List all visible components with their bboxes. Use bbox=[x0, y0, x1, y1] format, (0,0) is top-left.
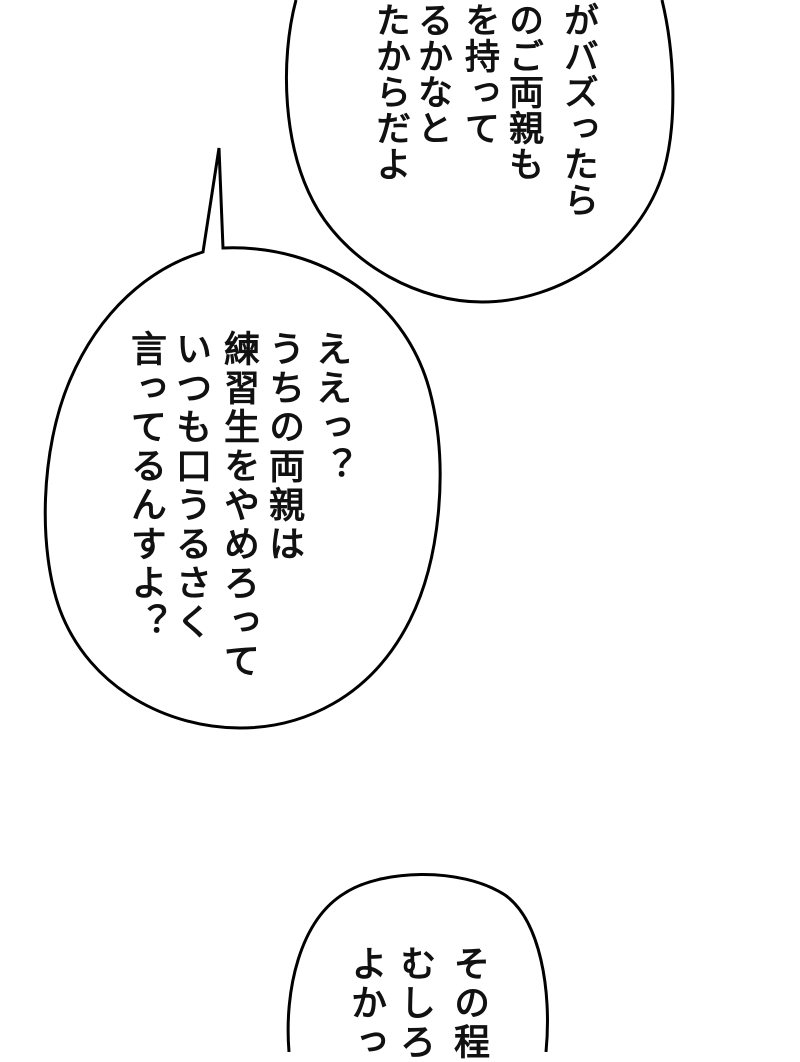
bottom-bubble-line-1: その程 bbox=[448, 945, 489, 1062]
top-bubble-line-2: のご両親も bbox=[503, 2, 543, 182]
middle-bubble-line-2: うちの両親は bbox=[263, 330, 304, 564]
top-bubble-outline bbox=[284, 0, 675, 304]
bottom-bubble-outline bbox=[286, 873, 549, 1052]
top-bubble-line-1: がバズったら bbox=[558, 2, 598, 218]
middle-bubble-line-3: 練習生をやめろって bbox=[218, 330, 259, 681]
top-bubble-line-3: を持って bbox=[459, 2, 499, 146]
top-bubble-line-4: るかなと bbox=[412, 2, 452, 146]
middle-bubble-line-4: いつも口うるさく bbox=[170, 330, 211, 642]
top-bubble-line-5: たからだよ bbox=[370, 2, 410, 182]
bottom-bubble-line-2: むしろ bbox=[394, 945, 435, 1062]
middle-bubble-line-1: ええっ？ bbox=[310, 330, 351, 486]
middle-bubble-line-5: 言ってるんすよ？ bbox=[125, 330, 166, 642]
middle-bubble-outline bbox=[43, 147, 442, 730]
bottom-bubble-line-3: よかっ bbox=[345, 945, 386, 1062]
